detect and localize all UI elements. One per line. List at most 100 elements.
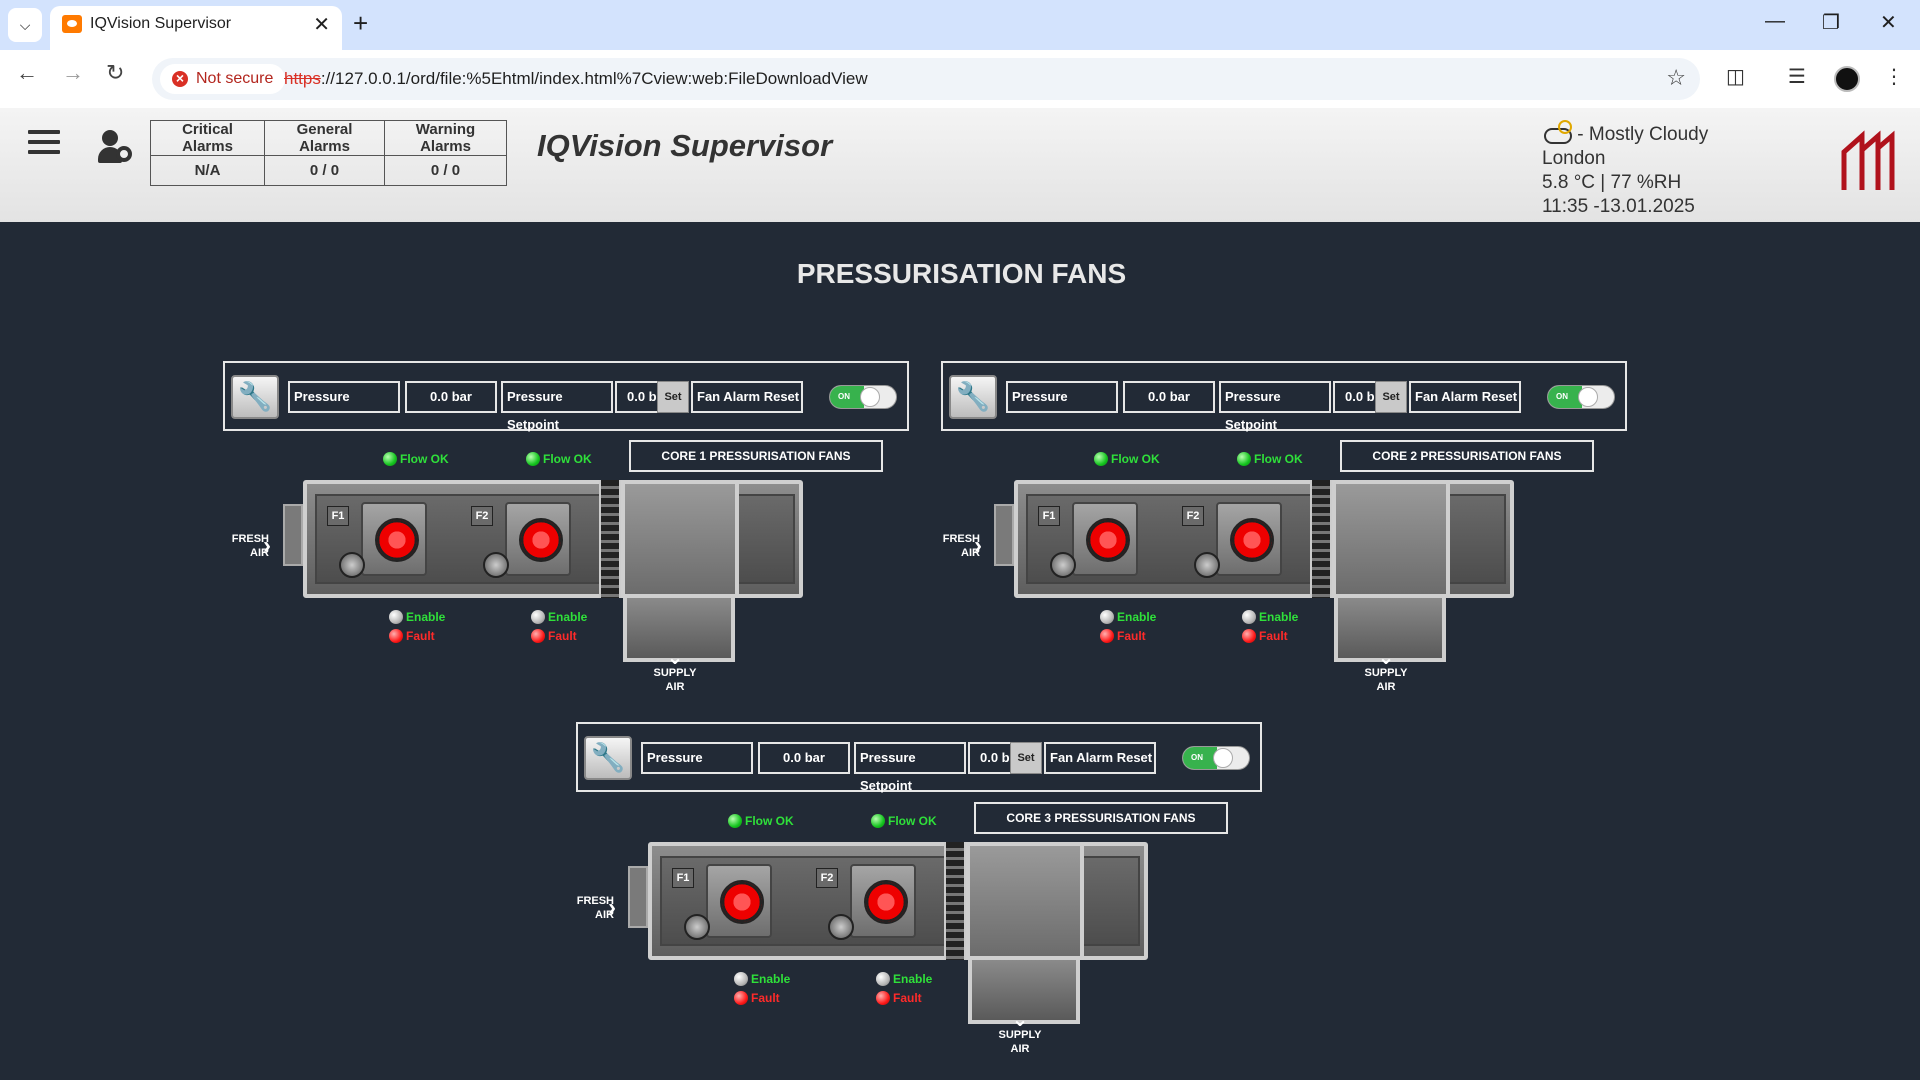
url-path: ://127.0.0.1/ord/file:%5Ehtml/index.html… [320, 69, 868, 88]
page-title: PRESSURISATION FANS [796, 258, 1127, 289]
core-1-title[interactable]: CORE 1 PRESSURISATION FANS [629, 440, 883, 472]
tab-search-button[interactable]: ⌵ [8, 8, 42, 42]
new-tab-button[interactable]: + [353, 8, 369, 38]
fan-tag: F1 [1038, 506, 1060, 526]
fan-f1[interactable]: F1 [672, 862, 772, 950]
fan-alarm-reset-label: Fan Alarm Reset [691, 381, 803, 413]
flow-ok-led-icon [1237, 452, 1251, 466]
back-arrow-icon[interactable]: ← [16, 60, 38, 85]
flow-ok-led-icon [526, 452, 540, 466]
app-header: Critical Alarms General Alarms Warning A… [0, 108, 1920, 222]
pressure-value: 0.0 bar [1123, 381, 1215, 413]
chevron-right-icon: › [263, 532, 271, 559]
fan-f2[interactable]: F2 [816, 862, 916, 950]
fan-tag: F2 [816, 868, 838, 888]
forward-arrow-icon[interactable]: → [62, 60, 84, 85]
fault-led-icon [1242, 629, 1256, 643]
f2-status: Enable Fault [876, 970, 932, 1008]
fan-alarm-reset-toggle[interactable]: ON [829, 385, 897, 409]
setpoint-set-button[interactable]: Set [1375, 381, 1407, 413]
core-1-ahu-diagram: CORE 1 PRESSURISATION FANS Flow OK Flow … [223, 440, 883, 693]
close-window-icon[interactable]: ✕ [1880, 12, 1897, 34]
pressure-value: 0.0 bar [758, 742, 850, 774]
reload-icon[interactable]: ↻ [106, 60, 125, 85]
enable-led-icon [1242, 610, 1256, 624]
wrench-tools-icon[interactable]: 🔧 [231, 375, 279, 419]
setpoint-set-button[interactable]: Set [657, 381, 689, 413]
flow-ok-led-icon [383, 452, 397, 466]
user-settings-icon[interactable] [98, 130, 134, 166]
url-omnibox[interactable]: Not secure https://127.0.0.1/ord/file:%5… [152, 58, 1700, 100]
alarm-summary-table: Critical Alarms General Alarms Warning A… [150, 120, 507, 186]
weather-datetime: 11:35 -13.01.2025 [1542, 196, 1695, 217]
tab-close-icon[interactable]: ✕ [313, 14, 330, 36]
warning-alarms-header[interactable]: Warning Alarms [384, 120, 507, 156]
pressure-setpoint-label: Pressure Setpoint [1219, 381, 1331, 432]
site-favicon-icon [62, 15, 82, 33]
chevron-down-icon: ⌵ [19, 16, 31, 33]
supply-duct [623, 598, 735, 662]
browser-tab[interactable]: IQVision Supervisor ✕ [50, 6, 342, 50]
url-text[interactable]: https://127.0.0.1/ord/file:%5Ehtml/index… [284, 69, 868, 89]
general-alarms-header[interactable]: General Alarms [264, 120, 385, 156]
fan-f1[interactable]: F1 [1038, 500, 1138, 588]
f2-status: Enable Fault [1242, 608, 1298, 646]
browser-address-bar: ← → ↻ Not secure https://127.0.0.1/ord/f… [0, 50, 1920, 108]
pressure-label: Pressure [641, 742, 753, 774]
fan-wheel-icon [519, 518, 563, 562]
fan-tag: F1 [327, 506, 349, 526]
general-alarms-value: 0 / 0 [264, 155, 385, 186]
flow-ok-led-icon [728, 814, 742, 828]
profile-avatar[interactable] [1834, 66, 1860, 92]
core-3-control-bar: 🔧 Pressure 0.0 bar Pressure Setpoint 0.0… [576, 722, 1262, 793]
core-3-ahu-diagram: CORE 3 PRESSURISATION FANS Flow OK Flow … [568, 802, 1228, 1055]
url-scheme: https [284, 69, 321, 88]
fan-f2[interactable]: F2 [1182, 500, 1282, 588]
fault-led-icon [531, 629, 545, 643]
flow-ok-led-icon [1094, 452, 1108, 466]
fan-wheel-icon [375, 518, 419, 562]
star-icon[interactable]: ☆ [1666, 65, 1686, 90]
motor-icon [483, 552, 509, 578]
core-3-title[interactable]: CORE 3 PRESSURISATION FANS [974, 802, 1228, 834]
wrench-tools-icon[interactable]: 🔧 [584, 736, 632, 780]
f1-flow-status: Flow OK [1094, 452, 1160, 466]
enable-led-icon [1100, 610, 1114, 624]
supply-duct [968, 960, 1080, 1024]
not-secure-badge[interactable]: Not secure [160, 64, 286, 94]
media-icon[interactable]: ☰ [1788, 66, 1806, 88]
restore-icon[interactable]: ❐ [1822, 12, 1840, 34]
toggle-on-label: ON [1183, 747, 1217, 769]
motor-icon [828, 914, 854, 940]
toggle-on-label: ON [830, 386, 864, 408]
fan-alarm-reset-toggle[interactable]: ON [1547, 385, 1615, 409]
critical-alarms-header[interactable]: Critical Alarms [150, 120, 265, 156]
fault-led-icon [734, 991, 748, 1005]
wrench-tools-icon[interactable]: 🔧 [949, 375, 997, 419]
weather-city: London [1542, 148, 1606, 169]
fan-alarm-reset-label: Fan Alarm Reset [1044, 742, 1156, 774]
more-menu-icon[interactable]: ⋮ [1884, 66, 1904, 88]
hamburger-menu-icon[interactable] [28, 130, 60, 160]
chevron-down-icon: ⌄ [666, 647, 684, 669]
f2-flow-status: Flow OK [871, 814, 937, 828]
fan-f1[interactable]: F1 [327, 500, 427, 588]
core-2-title[interactable]: CORE 2 PRESSURISATION FANS [1340, 440, 1594, 472]
fan-alarm-reset-toggle[interactable]: ON [1182, 746, 1250, 770]
fan-tag: F1 [672, 868, 694, 888]
setpoint-set-button[interactable]: Set [1010, 742, 1042, 774]
weather-condition: - Mostly Cloudy [1572, 124, 1709, 145]
duct-inlet [994, 504, 1014, 566]
fan-wheel-icon [1230, 518, 1274, 562]
enable-led-icon [389, 610, 403, 624]
minimize-icon[interactable]: — [1765, 10, 1785, 32]
pressure-setpoint-label: Pressure Setpoint [501, 381, 613, 432]
fan-f2[interactable]: F2 [471, 500, 571, 588]
fan-wheel-icon [720, 880, 764, 924]
extensions-icon[interactable]: ◫ [1726, 66, 1745, 88]
fault-led-icon [876, 991, 890, 1005]
